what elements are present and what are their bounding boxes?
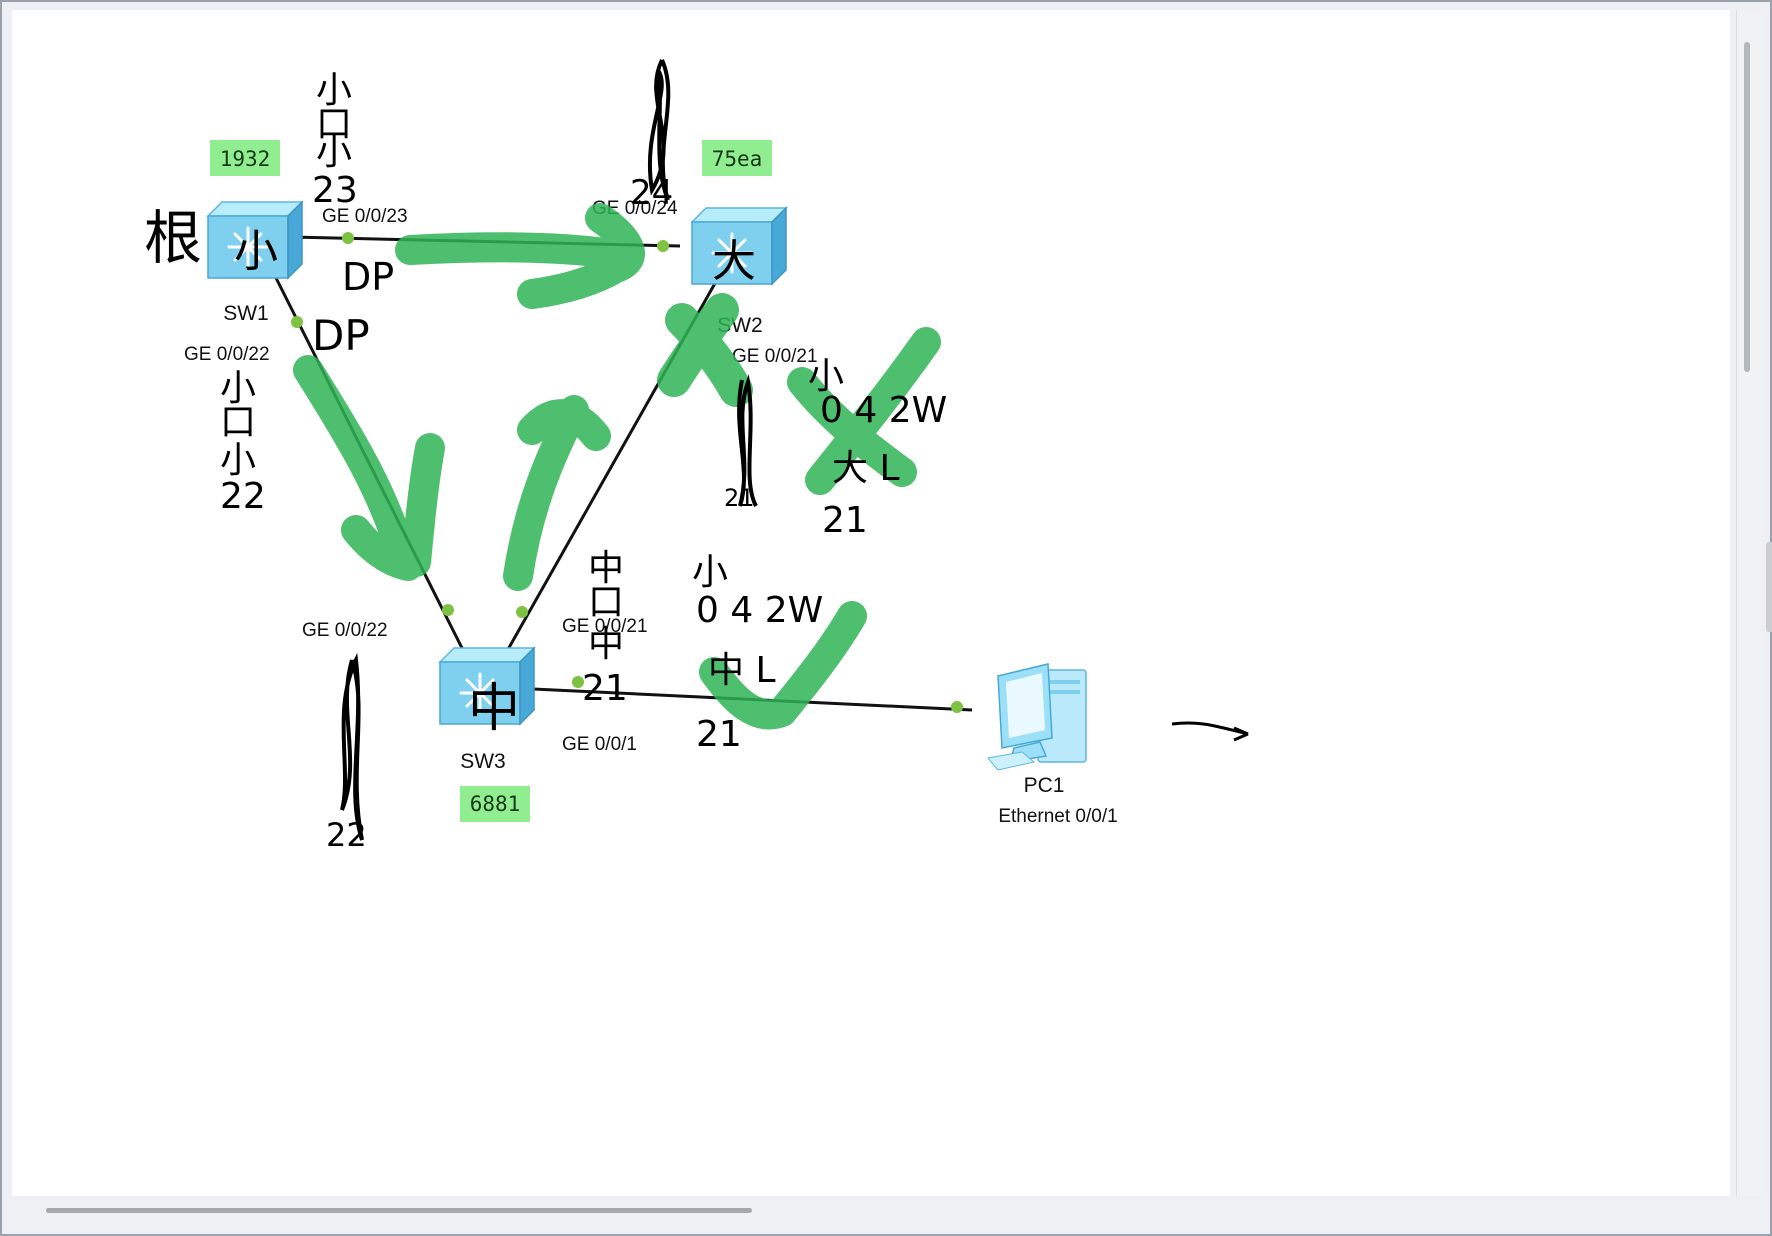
device-tag-sw3: 6881 <box>470 792 521 816</box>
switch-sw1[interactable] <box>206 200 304 280</box>
highlight-check-sw3-port21 <box>699 601 867 730</box>
vertical-scrollbar[interactable] <box>1744 42 1750 372</box>
highlight-arrow-sw3-to-sw2 <box>503 395 611 591</box>
svg-text:0 4 2W: 0 4 2W <box>696 590 823 631</box>
device-tag-bg <box>210 140 280 176</box>
svg-text:DP: DP <box>342 255 394 299</box>
note-sw1-port23: 小 口 小 23 DP DP <box>312 70 394 360</box>
switch-side <box>519 646 535 726</box>
device-tag-sw2: 75ea <box>712 147 763 171</box>
topology-diagram: 1932 SW1 75ea SW2 6881 SW3 PC1 Ethernet … <box>144 59 1249 854</box>
svg-text:23: 23 <box>312 170 358 211</box>
device-tag-bg <box>702 140 772 176</box>
switch-top <box>690 207 788 223</box>
svg-text:口: 口 <box>316 104 352 145</box>
svg-text:大 L: 大 L <box>832 448 900 489</box>
port-dots <box>291 232 963 713</box>
handwritten-sw3-middle: 中 <box>468 679 520 739</box>
svg-text:中 L: 中 L <box>708 650 776 691</box>
svg-text:小: 小 <box>220 440 256 481</box>
svg-text:中: 中 <box>588 624 624 665</box>
port-labels: GE 0/0/23 GE 0/0/24 GE 0/0/22 GE 0/0/22 … <box>184 198 818 755</box>
scribble-sw2-port21: 21 <box>724 374 758 512</box>
handwritten-root: 根 <box>144 204 202 272</box>
highlighter-marks <box>293 203 941 730</box>
svg-text:中: 中 <box>588 548 624 589</box>
svg-text:21: 21 <box>822 500 868 541</box>
port-label-sw3-g1: GE 0/0/1 <box>562 734 637 755</box>
port-label-sw3-g22: GE 0/0/22 <box>302 620 388 641</box>
switch-top <box>206 201 304 217</box>
switch-sw2[interactable] <box>690 206 788 286</box>
highlight-arrow-sw1-to-sw2 <box>395 203 645 309</box>
svg-text:22: 22 <box>220 476 266 517</box>
device-name-sw1: SW1 <box>223 302 269 325</box>
switch-icon <box>711 232 753 274</box>
port-dot <box>291 316 303 328</box>
port-dot <box>342 232 354 244</box>
port-label-sw3-g21: GE 0/0/21 <box>562 616 648 637</box>
svg-text:0 4 2W: 0 4 2W <box>820 390 947 431</box>
svg-text:21: 21 <box>724 484 755 512</box>
port-dot <box>657 240 669 252</box>
port-dot <box>572 676 584 688</box>
svg-text:小: 小 <box>316 132 352 173</box>
highlight-arrow-sw1-to-sw3 <box>293 355 445 581</box>
port-dot <box>442 604 454 616</box>
switch-side <box>287 200 303 280</box>
note-sw3-port1: 小 0 4 2W 中 L 21 <box>692 552 823 755</box>
svg-text:21: 21 <box>582 668 628 709</box>
highlight-cross-sw2-port21 <box>787 327 941 495</box>
handwriting: 根 小 大 中 小 口 小 23 DP DP 小 口 小 22 <box>144 59 1249 854</box>
svg-text:小: 小 <box>808 356 844 397</box>
svg-text:21: 21 <box>696 714 742 755</box>
svg-text:口: 口 <box>588 582 624 623</box>
svg-text:小: 小 <box>316 70 352 111</box>
svg-text:小: 小 <box>220 368 256 409</box>
switch-top <box>438 647 536 663</box>
svg-text:DP: DP <box>312 311 370 360</box>
handwritten-sw1-small: 小 <box>234 226 278 277</box>
topology-canvas[interactable]: 1932 SW1 75ea SW2 6881 SW3 PC1 Ethernet … <box>12 10 1730 1196</box>
switch-icon <box>459 672 501 714</box>
note-sw3-port21: 中 口 中 21 <box>582 548 628 709</box>
note-sw2-port21: 小 0 4 2W 大 L 21 <box>808 356 947 541</box>
side-panel-toggle[interactable] <box>1766 542 1772 632</box>
arrow-icon <box>1171 721 1249 742</box>
device-interface-pc1: Ethernet 0/0/1 <box>998 806 1117 827</box>
device-labels: 1932 SW1 75ea SW2 6881 SW3 PC1 Ethernet … <box>210 140 1118 827</box>
horizontal-scrollbar[interactable] <box>46 1208 752 1213</box>
svg-text:口: 口 <box>220 402 256 443</box>
pc-icon <box>987 663 1087 771</box>
switch-icon <box>227 226 269 268</box>
switch-side <box>771 206 787 286</box>
device-name-pc1: PC1 <box>1024 774 1065 797</box>
svg-text:22: 22 <box>326 816 367 854</box>
scribble-sw2-port24: 24 <box>630 59 673 213</box>
port-label-sw1-g23: GE 0/0/23 <box>322 206 408 227</box>
port-dot <box>951 701 963 713</box>
port-label-sw2-g21: GE 0/0/21 <box>732 346 818 367</box>
note-sw1-port22: 小 口 小 22 <box>220 368 266 517</box>
handwritten-sw2-large: 大 <box>712 236 756 287</box>
device-tag-sw1: 1932 <box>220 147 271 171</box>
switch-sw3[interactable] <box>438 646 536 726</box>
highlight-blocked-mark <box>657 293 753 407</box>
svg-text:24: 24 <box>630 173 673 213</box>
device-tag-bg <box>460 786 530 822</box>
port-label-sw1-g22: GE 0/0/22 <box>184 344 270 365</box>
svg-text:小: 小 <box>692 552 728 593</box>
device-name-sw3: SW3 <box>460 750 506 773</box>
scribble-sw3-port22: 22 <box>326 652 367 854</box>
pc-pc1[interactable] <box>987 663 1087 771</box>
port-dot <box>516 606 528 618</box>
